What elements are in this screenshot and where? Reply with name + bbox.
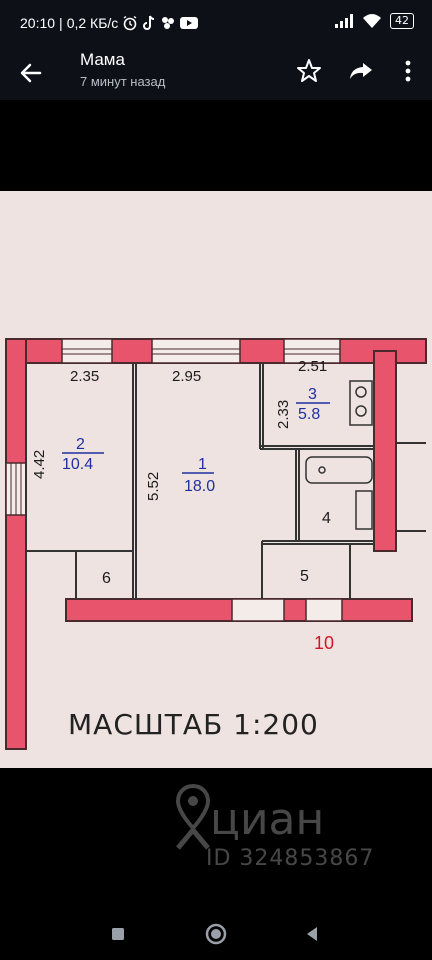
youtube-icon: [180, 17, 199, 29]
dim-room2-width: 2.35: [70, 368, 99, 385]
room4-number: 4: [322, 510, 331, 527]
system-nav-bar: [0, 908, 432, 960]
chat-title: Мама: [80, 50, 125, 69]
app-header: Мама 7 минут назад: [0, 46, 432, 100]
floor-plan-image: 2.35 2.95 2.51 2.33 4.42 5.52 1 18.0 2 1…: [0, 191, 432, 768]
dots-icon: [162, 17, 175, 29]
signal-icon: [335, 14, 353, 28]
scale-label: МАСШТАБ 1:200: [68, 708, 319, 741]
nav-triangle-icon[interactable]: [300, 922, 324, 946]
status-separator: |: [59, 15, 63, 31]
status-bar: 20:10 | 0,2 КБ/с: [0, 0, 432, 46]
room1-number: 1: [198, 456, 207, 473]
room1-area: 18.0: [184, 478, 215, 495]
status-time: 20:10: [20, 15, 56, 31]
dim-room1-height: 5.52: [145, 472, 162, 501]
location-pin-icon: [176, 784, 210, 850]
nav-circle-icon[interactable]: [204, 922, 228, 946]
photo-viewer[interactable]: 2.35 2.95 2.51 2.33 4.42 5.52 1 18.0 2 1…: [0, 100, 432, 908]
star-icon[interactable]: [294, 56, 324, 86]
room2-number: 2: [76, 436, 85, 453]
wifi-icon: [363, 14, 381, 28]
share-icon[interactable]: [346, 56, 376, 86]
nav-square-icon[interactable]: [106, 922, 130, 946]
room3-area: 5.8: [298, 406, 320, 423]
room5-number: 5: [300, 568, 309, 585]
dim-room3-height: 2.33: [275, 400, 292, 429]
dim-room2-height: 4.42: [31, 450, 48, 479]
dim-room1-width: 2.95: [172, 368, 201, 385]
back-arrow-icon[interactable]: [14, 56, 48, 90]
room2-area: 10.4: [62, 456, 93, 473]
watermark-brand: циан: [210, 794, 325, 845]
watermark-id: ID 324853867: [206, 846, 375, 871]
room3-number: 3: [308, 386, 317, 403]
status-left: 20:10 | 0,2 КБ/с: [20, 15, 199, 31]
battery-icon: 42: [390, 13, 414, 29]
room6-number: 6: [102, 570, 111, 587]
alarm-icon: [123, 15, 137, 31]
tiktok-icon: [143, 15, 155, 30]
cian-watermark: циан ID 324853867: [176, 780, 416, 880]
room10-number: 10: [314, 633, 334, 653]
more-vert-icon[interactable]: [396, 56, 420, 86]
status-speed: 0,2 КБ/с: [66, 15, 119, 31]
status-right: 42: [334, 13, 414, 29]
dim-room3-width: 2.51: [298, 358, 327, 375]
last-seen-subtitle: 7 минут назад: [80, 74, 166, 89]
